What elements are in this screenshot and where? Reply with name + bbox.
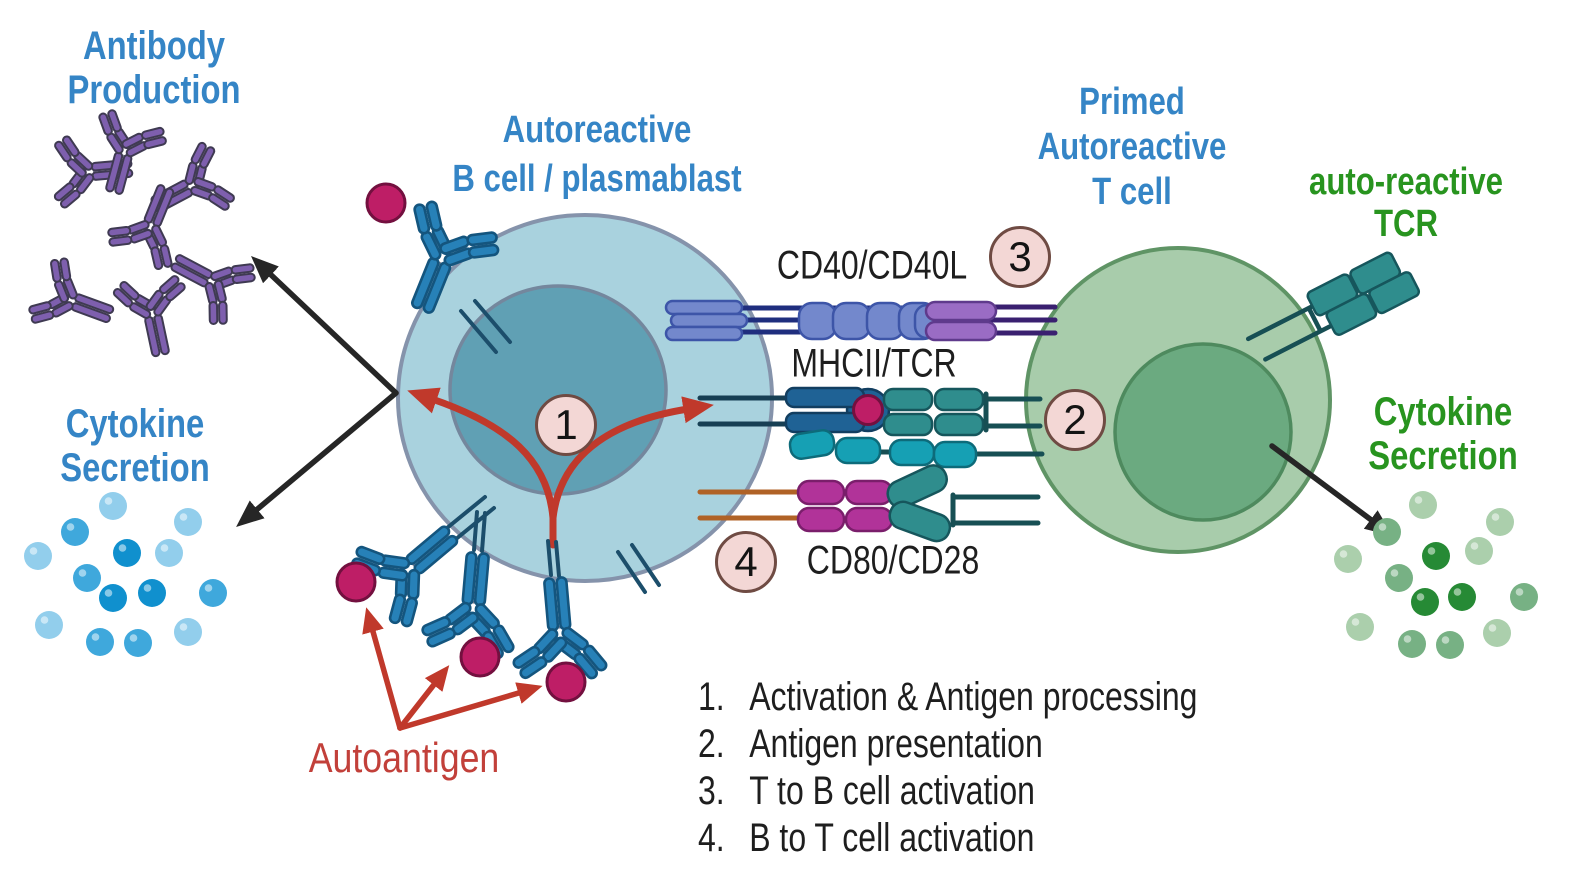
t-cell-nucleus xyxy=(1113,342,1293,522)
mhcii-tcr-complex xyxy=(697,386,1045,469)
label-t-cell-title: Primed Autoreactive T cell xyxy=(1037,81,1227,213)
label-cytokine-secretion-left: Cytokine Secretion xyxy=(60,402,210,490)
tcr-receptor xyxy=(1245,251,1421,362)
b-cell-output-arrows xyxy=(236,255,399,528)
antibody-icon xyxy=(106,265,201,363)
presented-antigen-ball xyxy=(852,394,884,426)
arrow-to-cytokine-secretion-left xyxy=(236,390,399,528)
step-badge-3: 3 xyxy=(989,226,1051,288)
cd80-cd28-complex xyxy=(697,464,1041,543)
label-mhcii-tcr: MHCII/TCR xyxy=(791,341,957,386)
label-cd40-cd40l: CD40/CD40L xyxy=(776,243,968,288)
label-antibody-production: Antibody Production xyxy=(67,24,241,112)
autoantigen-ball xyxy=(365,182,407,224)
antibody-icon xyxy=(20,248,125,351)
legend-item-4: 4. B to T cell activation xyxy=(698,816,1035,860)
legend-item-2: 2. Antigen presentation xyxy=(698,722,1043,766)
autoantigen-ball xyxy=(335,561,377,603)
step-badge-1: 1 xyxy=(535,394,597,456)
arrow-to-antibody-production xyxy=(251,255,399,396)
label-cd80-cd28: CD80/CD28 xyxy=(806,538,980,583)
label-cytokine-secretion-right: Cytokine Secretion xyxy=(1368,390,1518,478)
b-cell-nucleus xyxy=(448,284,668,496)
autoantigen-ball xyxy=(459,636,501,678)
label-b-cell-title: Autoreactive B cell / plasmablast xyxy=(452,109,742,200)
legend-item-3: 3. T to B cell activation xyxy=(698,769,1035,813)
autoantigen-arrows xyxy=(362,607,543,731)
cd40-cd40l-complex xyxy=(664,299,1058,342)
t-cell xyxy=(1024,246,1332,554)
step-badge-4: 4 xyxy=(715,531,777,593)
label-auto-reactive-tcr: auto-reactive TCR xyxy=(1309,161,1503,245)
arrow-to-cytokine-secretion-right xyxy=(1269,443,1393,536)
autoantigen-ball xyxy=(545,661,587,703)
label-autoantigen: Autoantigen xyxy=(308,734,500,781)
step-badge-2: 2 xyxy=(1044,389,1106,451)
bcr-receptors xyxy=(334,182,661,703)
legend-list: 1. Activation & Antigen processing 2. An… xyxy=(698,674,1322,862)
antibody-cluster xyxy=(20,102,265,363)
cytokine-dots-blue xyxy=(24,492,227,657)
membrane-stub xyxy=(616,543,661,594)
legend-item-1: 1. Activation & Antigen processing xyxy=(698,675,1198,719)
activation-arrow xyxy=(407,387,714,549)
